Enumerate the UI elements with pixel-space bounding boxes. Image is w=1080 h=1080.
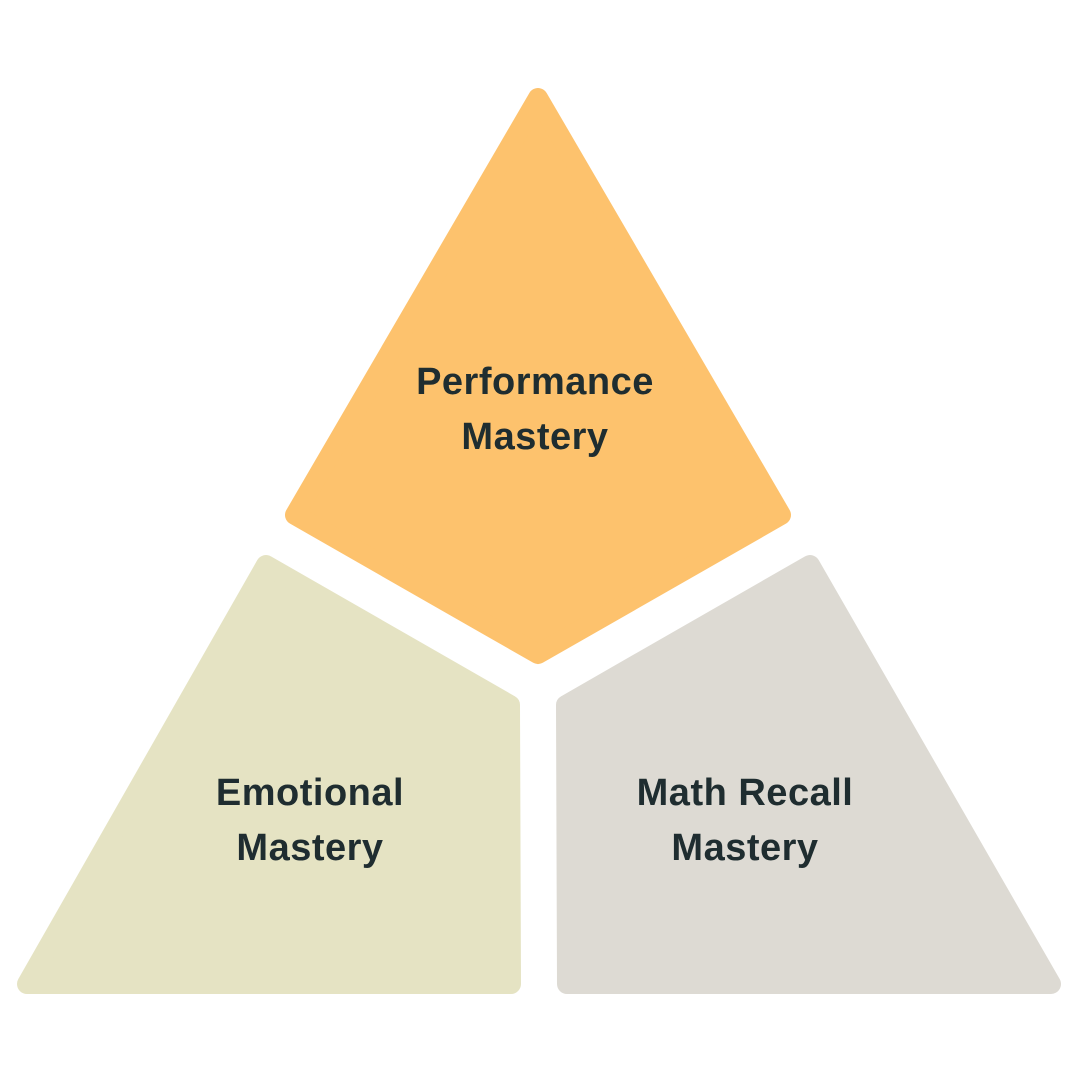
label-line: Emotional: [215, 772, 405, 814]
math-recall-mastery-label: Math Recall Mastery: [585, 766, 905, 876]
performance-segment: [285, 88, 791, 664]
label-line: Mastery: [461, 416, 609, 458]
math-recall-segment: [556, 555, 1061, 994]
emotional-mastery-label: Emotional Mastery: [150, 766, 470, 876]
label-line: Mastery: [236, 827, 384, 869]
emotional-segment: [17, 555, 521, 994]
label-line: Performance: [416, 361, 654, 403]
label-line: Mastery: [671, 827, 819, 869]
performance-mastery-label: Performance Mastery: [375, 355, 695, 465]
label-line: Math Recall: [636, 772, 854, 814]
